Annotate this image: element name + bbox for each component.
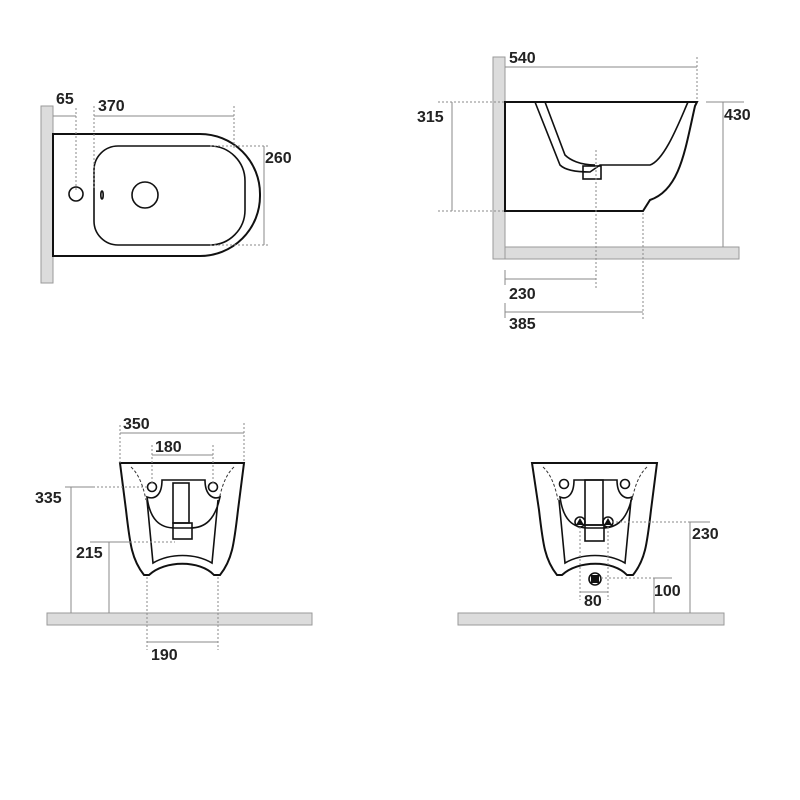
fixing-hole-right-icon <box>619 478 631 490</box>
dim-label-335: 335 <box>35 490 62 507</box>
bidet-outline <box>52 133 261 257</box>
dim-label-100: 100 <box>654 583 681 600</box>
front-view: 350 180 335 215 190 <box>35 416 313 664</box>
dim-label-350: 350 <box>123 416 150 433</box>
dim-label-180: 180 <box>155 439 182 456</box>
floor <box>46 612 313 626</box>
tap-hole-icon <box>68 186 84 202</box>
dim-label-260: 260 <box>265 150 292 167</box>
dim-label-540: 540 <box>509 50 536 67</box>
dim-label-190: 190 <box>151 647 178 664</box>
waste-hole-icon <box>131 181 159 209</box>
dim-label-80: 80 <box>584 593 602 610</box>
overflow-icon <box>100 190 105 200</box>
waste-outlet <box>584 524 605 542</box>
dim-label-385: 385 <box>509 316 536 333</box>
dim-label-230: 230 <box>692 526 719 543</box>
waste-outlet <box>582 165 602 180</box>
dim-label-215: 215 <box>76 545 103 562</box>
bowl-inner-front <box>146 479 222 529</box>
dim-label-370: 370 <box>98 98 125 115</box>
top-view: 65 370 260 <box>40 91 292 284</box>
dim-label-430: 430 <box>724 107 751 124</box>
bowl-rear <box>558 499 632 565</box>
floor <box>504 246 740 260</box>
dim-label-315: 315 <box>417 109 444 126</box>
bowl-front <box>146 499 219 565</box>
bowl-inner-rear <box>559 479 634 529</box>
bowl-inner <box>534 101 689 173</box>
dim-label-230: 230 <box>509 286 536 303</box>
fixing-hole-left-icon <box>558 478 570 490</box>
bidet-side-outline <box>504 101 699 212</box>
water-supply-icon <box>588 572 602 586</box>
side-view: 540 315 430 230 385 <box>417 50 751 333</box>
bowl-inner-rim <box>544 101 596 166</box>
rear-view: 230 100 80 <box>457 462 725 626</box>
floor <box>457 612 725 626</box>
waste-outlet <box>172 522 193 540</box>
dim-label-65: 65 <box>56 91 74 108</box>
wall <box>40 105 54 284</box>
wall <box>492 56 506 260</box>
